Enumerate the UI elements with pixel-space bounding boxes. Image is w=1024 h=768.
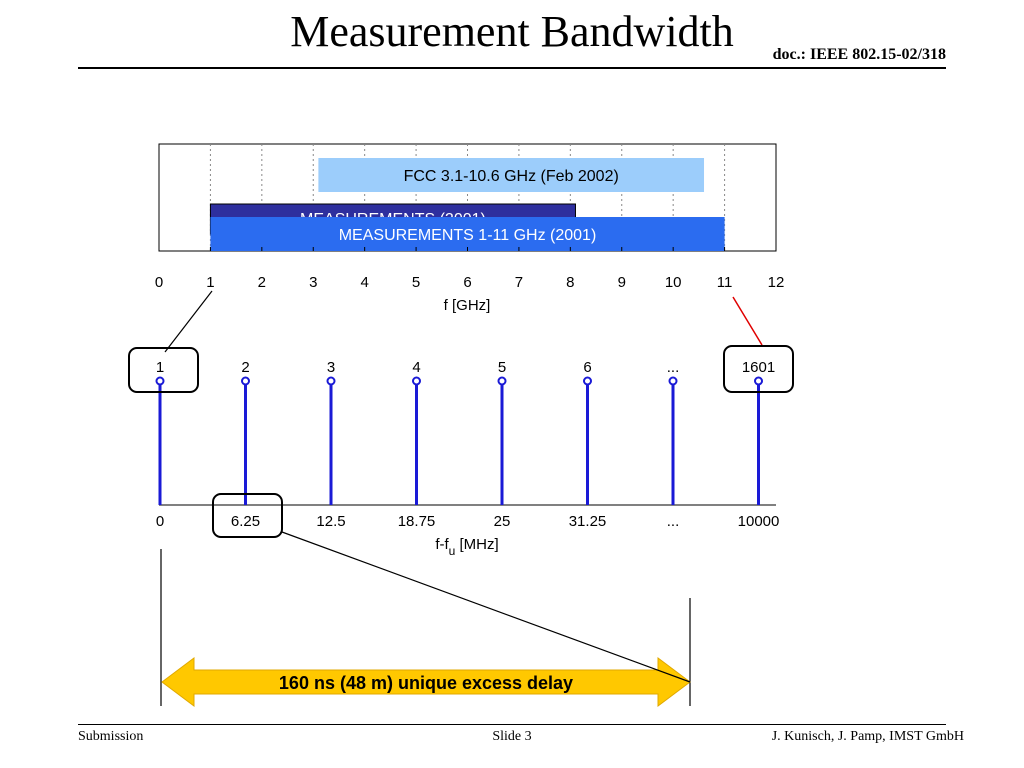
stem-tick-label: 0: [156, 513, 164, 530]
band-bar-label: MEASUREMENTS 1-11 GHz (2001): [339, 227, 597, 244]
band-tick-label: 5: [412, 274, 420, 291]
stem-tick-label: ...: [667, 513, 680, 530]
footer-submission: Submission: [78, 729, 144, 744]
highlight-box-first-index: [128, 347, 199, 393]
band-chart: FCC 3.1-10.6 GHz (Feb 2002) MEASUREMENTS …: [155, 143, 785, 314]
band-tick-label: 6: [463, 274, 471, 291]
stem-index-label: 3: [327, 359, 335, 376]
stem-index-label: 6: [583, 359, 591, 376]
delay-connector-line: [281, 531, 691, 683]
stem-marker: [412, 376, 421, 386]
band-tick-label: 8: [566, 274, 574, 291]
stem-tick-label: 25: [494, 513, 511, 530]
bandwidth-diagram: FCC 3.1-10.6 GHz (Feb 2002) MEASUREMENTS …: [128, 143, 794, 707]
stem-x-axis-label: f-fu [MHz]: [435, 536, 498, 558]
band-x-axis-label: f [GHz]: [444, 297, 491, 314]
band-tick-label: 10: [665, 274, 682, 291]
band-tick-label: 9: [618, 274, 626, 291]
band-tick-label: 3: [309, 274, 317, 291]
band-tick-label: 11: [717, 274, 733, 291]
highlight-box-last-index: [723, 345, 794, 393]
footer-authors: J. Kunisch, J. Pamp, IMST GmbH: [771, 729, 964, 744]
stem-index-label: 2: [241, 359, 249, 376]
stem-marker: [497, 376, 507, 386]
stem-index-label: 4: [412, 359, 420, 376]
connector-line-start: [164, 290, 213, 353]
stem-tick-label: 12.5: [316, 513, 345, 530]
stem-tick-label: 31.25: [569, 513, 607, 530]
band-bar: [318, 158, 705, 192]
stem-marker: [326, 376, 336, 386]
stem-index-label: ...: [667, 359, 680, 376]
doc-reference: doc.: IEEE 802.15-02/318: [772, 46, 946, 63]
highlight-box-spacing: [212, 493, 283, 538]
footer-slide-number: Slide 3: [492, 729, 532, 744]
stem-marker: [155, 376, 165, 386]
stem-index-labels: 1 2 3 4 5 6... 1601: [156, 359, 775, 376]
band-tick-label: 2: [258, 274, 266, 291]
stem-tick-label: 6.25: [231, 513, 260, 530]
stem-index-label: 1601: [742, 359, 775, 376]
connector-line-end: [732, 296, 763, 346]
band-tick-label: 1: [206, 274, 214, 291]
band-bar: [210, 217, 725, 251]
stem-index-label: 1: [156, 359, 164, 376]
stem-index-label: 5: [498, 359, 506, 376]
header-rule: [78, 67, 946, 69]
stem-tick-label: 18.75: [398, 513, 436, 530]
band-tick-label: 12: [768, 274, 785, 291]
footer-rule: [78, 724, 946, 725]
stem-marker: [754, 376, 763, 386]
slide-title: Measurement Bandwidth: [290, 7, 734, 56]
band-bars: FCC 3.1-10.6 GHz (Feb 2002) MEASUREMENTS …: [209, 158, 725, 251]
delay-arrow: 160 ns (48 m) unique excess delay: [160, 531, 691, 707]
band-tick-label: 7: [515, 274, 523, 291]
band-tick-label: 4: [360, 274, 368, 291]
stem-marker: [241, 376, 250, 386]
stem-marker: [668, 376, 678, 386]
band-tick-label: 0: [155, 274, 163, 291]
stem-axis-ticks: 0 6.25 12.5 18.75 25 31.25... 10000: [156, 513, 780, 530]
frequency-stems: [155, 376, 763, 505]
delay-arrow-label: 160 ns (48 m) unique excess delay: [279, 673, 573, 693]
stem-marker: [583, 376, 592, 386]
stem-chart: 1 2 3 4 5 6... 1601 0 6.25 12.5 18.75 25 31.25... 10…: [128, 345, 794, 558]
band-bar-label: FCC 3.1-10.6 GHz (Feb 2002): [404, 168, 619, 185]
stem-tick-label: 10000: [738, 513, 780, 530]
